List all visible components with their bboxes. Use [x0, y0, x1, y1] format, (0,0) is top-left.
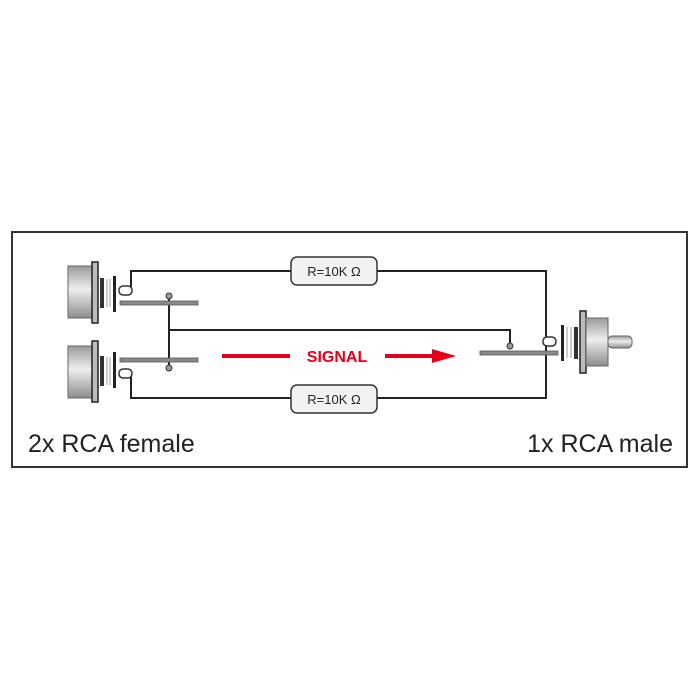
resistor-top: R=10K Ω: [290, 256, 378, 286]
signal-label: SIGNAL: [307, 349, 368, 366]
wires: [130, 270, 547, 399]
rca-female-top: [67, 261, 199, 324]
left-connector-label: 2x RCA female: [28, 430, 195, 458]
rca-male: [479, 310, 633, 374]
resistor-bottom: R=10K Ω: [290, 384, 378, 414]
resistor-bottom-label: R=10K Ω: [307, 392, 361, 407]
signal-arrow: SIGNAL: [222, 349, 456, 366]
right-connector-label: 1x RCA male: [527, 430, 673, 458]
rca-female-bottom: [67, 340, 199, 403]
resistor-top-label: R=10K Ω: [307, 264, 361, 279]
